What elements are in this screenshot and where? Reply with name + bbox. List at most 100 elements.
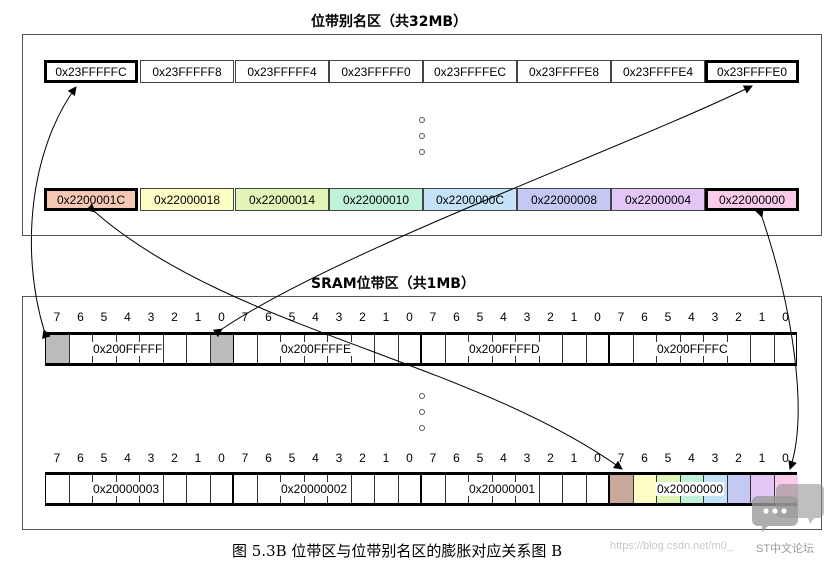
sram-byte-address: 0x200FFFFF <box>92 342 164 356</box>
ellipsis-dot <box>419 425 425 431</box>
ellipsis-dot <box>419 133 425 139</box>
sram-bit-cell <box>352 335 375 363</box>
bit-index-label: 5 <box>288 451 296 465</box>
sram-bit-cell <box>540 475 563 503</box>
bit-index-label: 5 <box>100 451 108 465</box>
alias-address-cell: 0x23FFFFE4 <box>611 60 705 83</box>
bit-index-label: 5 <box>100 310 108 324</box>
sram-bit-cell <box>164 475 187 503</box>
sram-byte-address: 0x20000003 <box>92 482 161 496</box>
sram-bit-cell <box>140 475 164 503</box>
sram-bit-cell <box>422 475 446 503</box>
sram-byte: 0x20000001 <box>421 472 609 506</box>
sram-region-title: SRAM位带区（共1MB） <box>311 276 475 292</box>
sram-bit-cell <box>563 475 587 503</box>
bit-index-label: 6 <box>265 451 272 465</box>
sram-byte-address: 0x200FFFFE <box>280 342 353 356</box>
bit-index-label: 5 <box>664 310 672 324</box>
bit-index-label: 0 <box>218 310 225 324</box>
alias-address-cell: 0x23FFFFF0 <box>329 60 423 83</box>
sram-bit-cell <box>399 475 423 503</box>
alias-address-cell: 0x23FFFFE8 <box>517 60 611 83</box>
bit-index-label: 1 <box>382 451 390 465</box>
sram-bit-cell <box>70 335 93 363</box>
sram-bit-cell <box>610 475 634 503</box>
sram-bit-cell <box>375 335 399 363</box>
bit-index-label: 4 <box>500 451 507 465</box>
sram-bit-cell <box>563 335 587 363</box>
bit-index-label: 3 <box>523 310 531 324</box>
bit-index-label: 1 <box>194 451 202 465</box>
bit-index-label: 4 <box>312 310 319 324</box>
sram-bit-cell <box>422 335 446 363</box>
sram-bit-cell <box>187 335 211 363</box>
bit-index-label: 4 <box>124 451 131 465</box>
bit-index-label: 2 <box>359 451 366 465</box>
watermark-brand: ST中文论坛 <box>756 543 815 555</box>
sram-bit-cell <box>633 475 657 503</box>
bit-index-label: 5 <box>664 451 672 465</box>
bit-index-label: 3 <box>335 451 343 465</box>
figure-caption: 图 5.3B 位带区与位带别名区的膨胀对应关系图 B <box>232 542 563 560</box>
bit-index-label: 2 <box>359 310 366 324</box>
sram-byte: 0x200FFFFC <box>609 332 797 366</box>
alias-address-cell: 0x22000014 <box>235 188 329 211</box>
bit-index-label: 6 <box>453 310 460 324</box>
sram-byte-address: 0x200FFFFD <box>468 342 541 356</box>
sram-bit-cell <box>399 335 423 363</box>
sram-bit-cell <box>211 475 235 503</box>
watermark-url: https://blog.csdn.net/m0_ <box>610 540 733 552</box>
sram-bit-cell <box>210 335 234 363</box>
sram-bit-cell <box>727 475 751 503</box>
bit-index-label: 7 <box>53 310 61 324</box>
sram-bit-cell <box>70 475 93 503</box>
alias-address-cell: 0x22000008 <box>517 188 611 211</box>
bit-index-label: 7 <box>429 310 437 324</box>
bit-index-label: 1 <box>570 451 578 465</box>
bit-index-label: 6 <box>641 310 648 324</box>
sram-bit-cell <box>540 335 563 363</box>
sram-bit-cell <box>375 475 399 503</box>
bit-index-label: 4 <box>688 310 695 324</box>
sram-bit-cell <box>728 335 751 363</box>
bit-index-label: 2 <box>171 310 178 324</box>
bit-index-label: 1 <box>382 310 390 324</box>
ellipsis-dot <box>419 149 425 155</box>
sram-bit-cell <box>516 475 540 503</box>
ellipsis-dot <box>419 393 425 399</box>
bit-index-label: 4 <box>500 310 507 324</box>
alias-address-cell: 0x22000018 <box>140 188 234 211</box>
sram-bit-cell <box>352 475 375 503</box>
sram-bit-cell <box>234 335 258 363</box>
bit-index-label: 4 <box>312 451 319 465</box>
bit-index-label: 5 <box>476 451 484 465</box>
sram-bit-cell <box>46 335 70 363</box>
bit-index-label: 1 <box>570 310 578 324</box>
sram-byte-address: 0x20000001 <box>468 482 537 496</box>
bit-index-label: 7 <box>241 310 249 324</box>
sram-byte: 0x200FFFFE <box>233 332 421 366</box>
bit-index-label: 2 <box>547 451 554 465</box>
bit-index-label: 0 <box>594 451 601 465</box>
bit-index-label: 7 <box>53 451 61 465</box>
sram-byte: 0x20000000 <box>609 472 798 506</box>
bit-index-label: 2 <box>735 310 742 324</box>
sram-bit-cell <box>751 335 775 363</box>
sram-bit-cell <box>587 475 611 503</box>
sram-bit-cell <box>46 475 70 503</box>
bit-index-label: 0 <box>406 310 413 324</box>
sram-byte-address: 0x200FFFFC <box>656 342 729 356</box>
bit-index-label: 1 <box>194 310 202 324</box>
bit-index-label: 7 <box>241 451 249 465</box>
bit-index-label: 3 <box>147 310 155 324</box>
sram-bit-cell <box>187 475 211 503</box>
bit-index-label: 2 <box>547 310 554 324</box>
alias-address-cell: 0x2200000C <box>423 188 517 211</box>
bit-index-label: 2 <box>171 451 178 465</box>
alias-address-cell: 0x2200001C <box>44 188 138 211</box>
alias-region-title: 位带别名区（共32MB） <box>311 14 468 30</box>
bit-index-label: 3 <box>147 451 155 465</box>
bit-index-label: 7 <box>429 451 437 465</box>
bit-index-label: 0 <box>782 451 789 465</box>
bit-index-label: 4 <box>688 451 695 465</box>
